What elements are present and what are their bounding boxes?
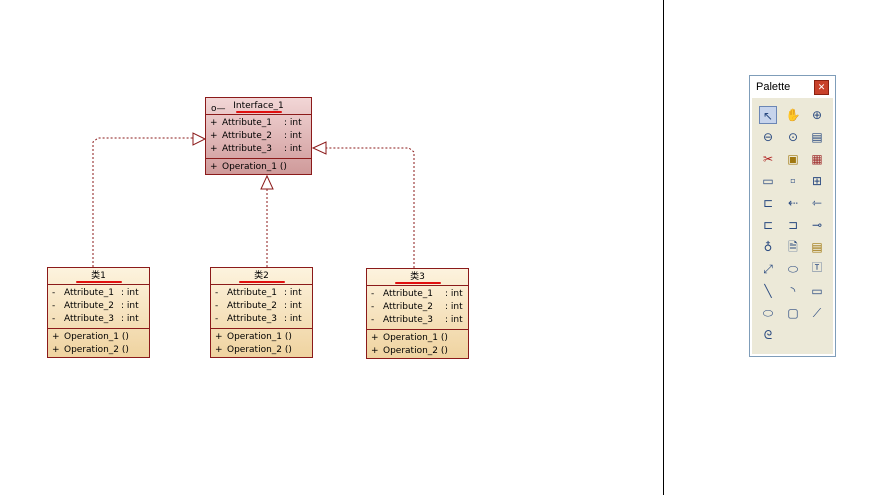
attribute-row: -Attribute_2: int (371, 302, 463, 312)
interface-lollipop-icon: o— (211, 104, 226, 114)
line-icon[interactable]: ╲ (764, 284, 772, 298)
class-attributes: -Attribute_1: int -Attribute_2: int -Att… (211, 285, 312, 328)
pane-divider[interactable] (663, 0, 664, 495)
class-box-2[interactable]: 类2 -Attribute_1: int -Attribute_2: int -… (210, 267, 313, 358)
operation-row: +Operation_1 () (371, 333, 448, 343)
red-underline (235, 111, 282, 113)
palette-title: Palette (756, 81, 791, 93)
palette-titlebar[interactable]: Palette ✕ (750, 76, 835, 98)
interface-operations: + Operation_1 () (206, 158, 311, 176)
attribute-row: -Attribute_1: int (52, 288, 139, 298)
lollipop-icon[interactable]: ⊸ (811, 218, 823, 232)
palette-tools: ↖ ✋ ⊕ ⊖ ⊙ ▤ ✂ ▣ ▦ ▭ ▫ ⊞ ⊏ ⇠ ⇽ ⊏ ⊐ ⊸ ♁ 🗎 … (752, 98, 833, 354)
operation-row: + Operation_1 () (210, 162, 287, 172)
interface-attributes: + Attribute_1 : int + Attribute_2 : int … (206, 115, 311, 158)
attribute-row: + Attribute_3 : int (210, 144, 302, 154)
zoom-out-icon[interactable]: ⊖ (762, 130, 774, 144)
realization-link-class3 (326, 147, 415, 268)
interface-box[interactable]: o— Interface_1 + Attribute_1 : int + Att… (205, 97, 312, 175)
realization-arrow-class2 (260, 174, 274, 190)
cut-icon[interactable]: ✂ (762, 152, 774, 166)
attribute-row: -Attribute_1: int (215, 288, 302, 298)
link-icon[interactable]: ⤢ (763, 262, 773, 276)
red-underline (238, 281, 285, 283)
freeform-icon[interactable]: ᘓ (763, 328, 773, 342)
operation-row: +Operation_2 () (371, 346, 448, 356)
table-icon[interactable]: ▦ (811, 152, 823, 166)
class-name: 类3 (410, 272, 425, 282)
attribute-row: + Attribute_1 : int (210, 118, 302, 128)
operation-row: +Operation_2 () (52, 345, 129, 355)
rounded-rectangle-icon[interactable]: ▢ (787, 306, 799, 320)
attribute-row: -Attribute_2: int (215, 301, 302, 311)
hierarchy-icon[interactable]: ⊞ (811, 174, 823, 188)
realization-link-class1 (92, 137, 193, 267)
class-attributes: -Attribute_1: int -Attribute_2: int -Att… (48, 285, 149, 328)
aggregation-icon[interactable]: ⊐ (787, 218, 799, 232)
interface-name: Interface_1 (233, 101, 284, 111)
palette-window[interactable]: Palette ✕ ↖ ✋ ⊕ ⊖ ⊙ ▤ ✂ ▣ ▦ ▭ ▫ ⊞ ⊏ ⇠ ⇽ … (749, 75, 836, 357)
diagram-canvas[interactable]: o— Interface_1 + Attribute_1 : int + Att… (0, 0, 663, 495)
attribute-row: + Attribute_2 : int (210, 131, 302, 141)
red-underline (75, 281, 122, 283)
properties-icon[interactable]: ▤ (811, 130, 823, 144)
attribute-row: -Attribute_3: int (52, 314, 139, 324)
attribute-row: -Attribute_3: int (371, 315, 463, 325)
class-name: 类2 (254, 271, 269, 281)
pointer-icon[interactable]: ↖ (759, 106, 777, 124)
realization-icon[interactable]: ⇠ (787, 196, 799, 210)
class-operations: +Operation_1 () +Operation_2 () (48, 328, 149, 359)
class-box-1[interactable]: 类1 -Attribute_1: int -Attribute_2: int -… (47, 267, 150, 358)
class-attributes: -Attribute_1: int -Attribute_2: int -Att… (367, 286, 468, 329)
ellipse-icon[interactable]: ⬭ (762, 306, 774, 320)
class-name: 类1 (91, 271, 106, 281)
pin-icon[interactable]: ♁ (763, 240, 773, 254)
operation-row: +Operation_1 () (52, 332, 129, 342)
class-operations: +Operation_1 () +Operation_2 () (367, 329, 468, 360)
hand-icon[interactable]: ✋ (785, 108, 801, 122)
zoom-in-icon[interactable]: ⊕ (811, 108, 823, 122)
zoom-fit-icon[interactable]: ⊙ (787, 130, 799, 144)
association-icon[interactable]: ⊏ (762, 218, 774, 232)
realization-links (92, 132, 415, 268)
class-box-3[interactable]: 类3 -Attribute_1: int -Attribute_2: int -… (366, 268, 469, 359)
polyline-icon[interactable]: ⟋ (812, 306, 822, 320)
class-header: 类3 (367, 269, 468, 286)
document-icon[interactable]: 🗎 (788, 240, 798, 254)
attribute-row: -Attribute_2: int (52, 301, 139, 311)
operation-row: +Operation_2 () (215, 345, 292, 355)
attribute-row: -Attribute_1: int (371, 289, 463, 299)
operation-row: +Operation_1 () (215, 332, 292, 342)
small-box-icon[interactable]: ▫ (790, 176, 796, 185)
class-icon[interactable]: ▭ (762, 174, 774, 188)
rectangle-icon[interactable]: ▭ (811, 284, 823, 298)
class-header: 类1 (48, 268, 149, 285)
interface-icon[interactable]: ⊏ (762, 196, 774, 210)
text-icon[interactable]: 🅃 (812, 263, 822, 274)
generalization-icon[interactable]: ⇽ (811, 196, 823, 210)
realization-arrow-class3 (311, 141, 327, 155)
note-icon[interactable]: ▤ (811, 240, 823, 254)
class-operations: +Operation_1 () +Operation_2 () (211, 328, 312, 359)
red-underline (394, 282, 441, 284)
connector-icon[interactable]: ⬭ (787, 262, 799, 276)
attribute-row: -Attribute_3: int (215, 314, 302, 324)
class-header: 类2 (211, 268, 312, 285)
interface-header: o— Interface_1 (206, 98, 311, 115)
close-icon[interactable]: ✕ (814, 80, 829, 95)
package-icon[interactable]: ▣ (787, 152, 799, 166)
arc-icon[interactable]: ◝ (790, 284, 796, 298)
realization-arrow-class1 (192, 132, 207, 146)
